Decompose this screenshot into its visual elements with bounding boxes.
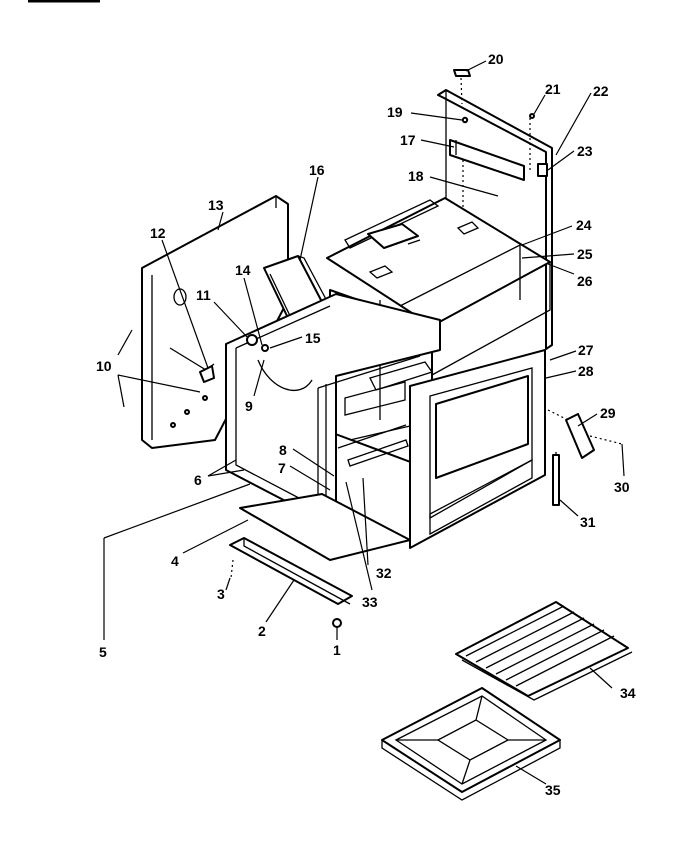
callout-6: 6: [194, 472, 202, 488]
broiler-pan: [381, 687, 561, 801]
oven-door: [409, 349, 546, 549]
hinge: [552, 413, 595, 506]
callout-12: 12: [150, 225, 166, 241]
inner-rack: [337, 361, 434, 467]
oven-front-frame: [225, 293, 441, 521]
callout-9: 9: [245, 398, 253, 414]
kick-plate: [229, 537, 353, 605]
callout-31: 31: [580, 514, 596, 530]
callout-15: 15: [305, 330, 321, 346]
callout-33: 33: [362, 594, 378, 610]
callout-34: 34: [620, 685, 636, 701]
callout-1: 1: [333, 642, 341, 658]
callout-labels: 1 2 3 4 5 6 7 8 9 10 11 12 13 14 15 16 1…: [96, 51, 636, 798]
callout-21: 21: [545, 81, 561, 97]
callout-24: 24: [576, 217, 592, 233]
leader-lines: [103, 60, 625, 785]
callout-29: 29: [600, 405, 616, 421]
callout-19: 19: [387, 104, 403, 120]
callout-32: 32: [376, 565, 392, 581]
callout-10: 10: [96, 358, 112, 374]
callout-14: 14: [235, 262, 251, 278]
callout-5: 5: [99, 644, 107, 660]
back-panel: [437, 89, 553, 350]
back-panel-cap: [453, 69, 471, 77]
callout-23: 23: [577, 143, 593, 159]
callout-3: 3: [217, 586, 225, 602]
callout-20: 20: [488, 51, 504, 67]
callout-26: 26: [577, 273, 593, 289]
callout-28: 28: [578, 363, 594, 379]
callout-18: 18: [408, 168, 424, 184]
callout-17: 17: [400, 132, 416, 148]
callout-13: 13: [208, 197, 224, 213]
callout-22: 22: [593, 83, 609, 99]
callout-4: 4: [171, 553, 179, 569]
bottom-panel: [239, 493, 411, 561]
oven-rack: [455, 601, 633, 701]
callout-30: 30: [614, 479, 630, 495]
callout-2: 2: [258, 623, 266, 639]
callout-25: 25: [577, 246, 593, 262]
callout-35: 35: [545, 782, 561, 798]
side-panel-left: [141, 195, 289, 449]
callout-7: 7: [278, 460, 286, 476]
callout-11: 11: [196, 287, 211, 303]
callout-8: 8: [279, 442, 287, 458]
callout-16: 16: [309, 162, 325, 178]
callout-27: 27: [578, 342, 594, 358]
